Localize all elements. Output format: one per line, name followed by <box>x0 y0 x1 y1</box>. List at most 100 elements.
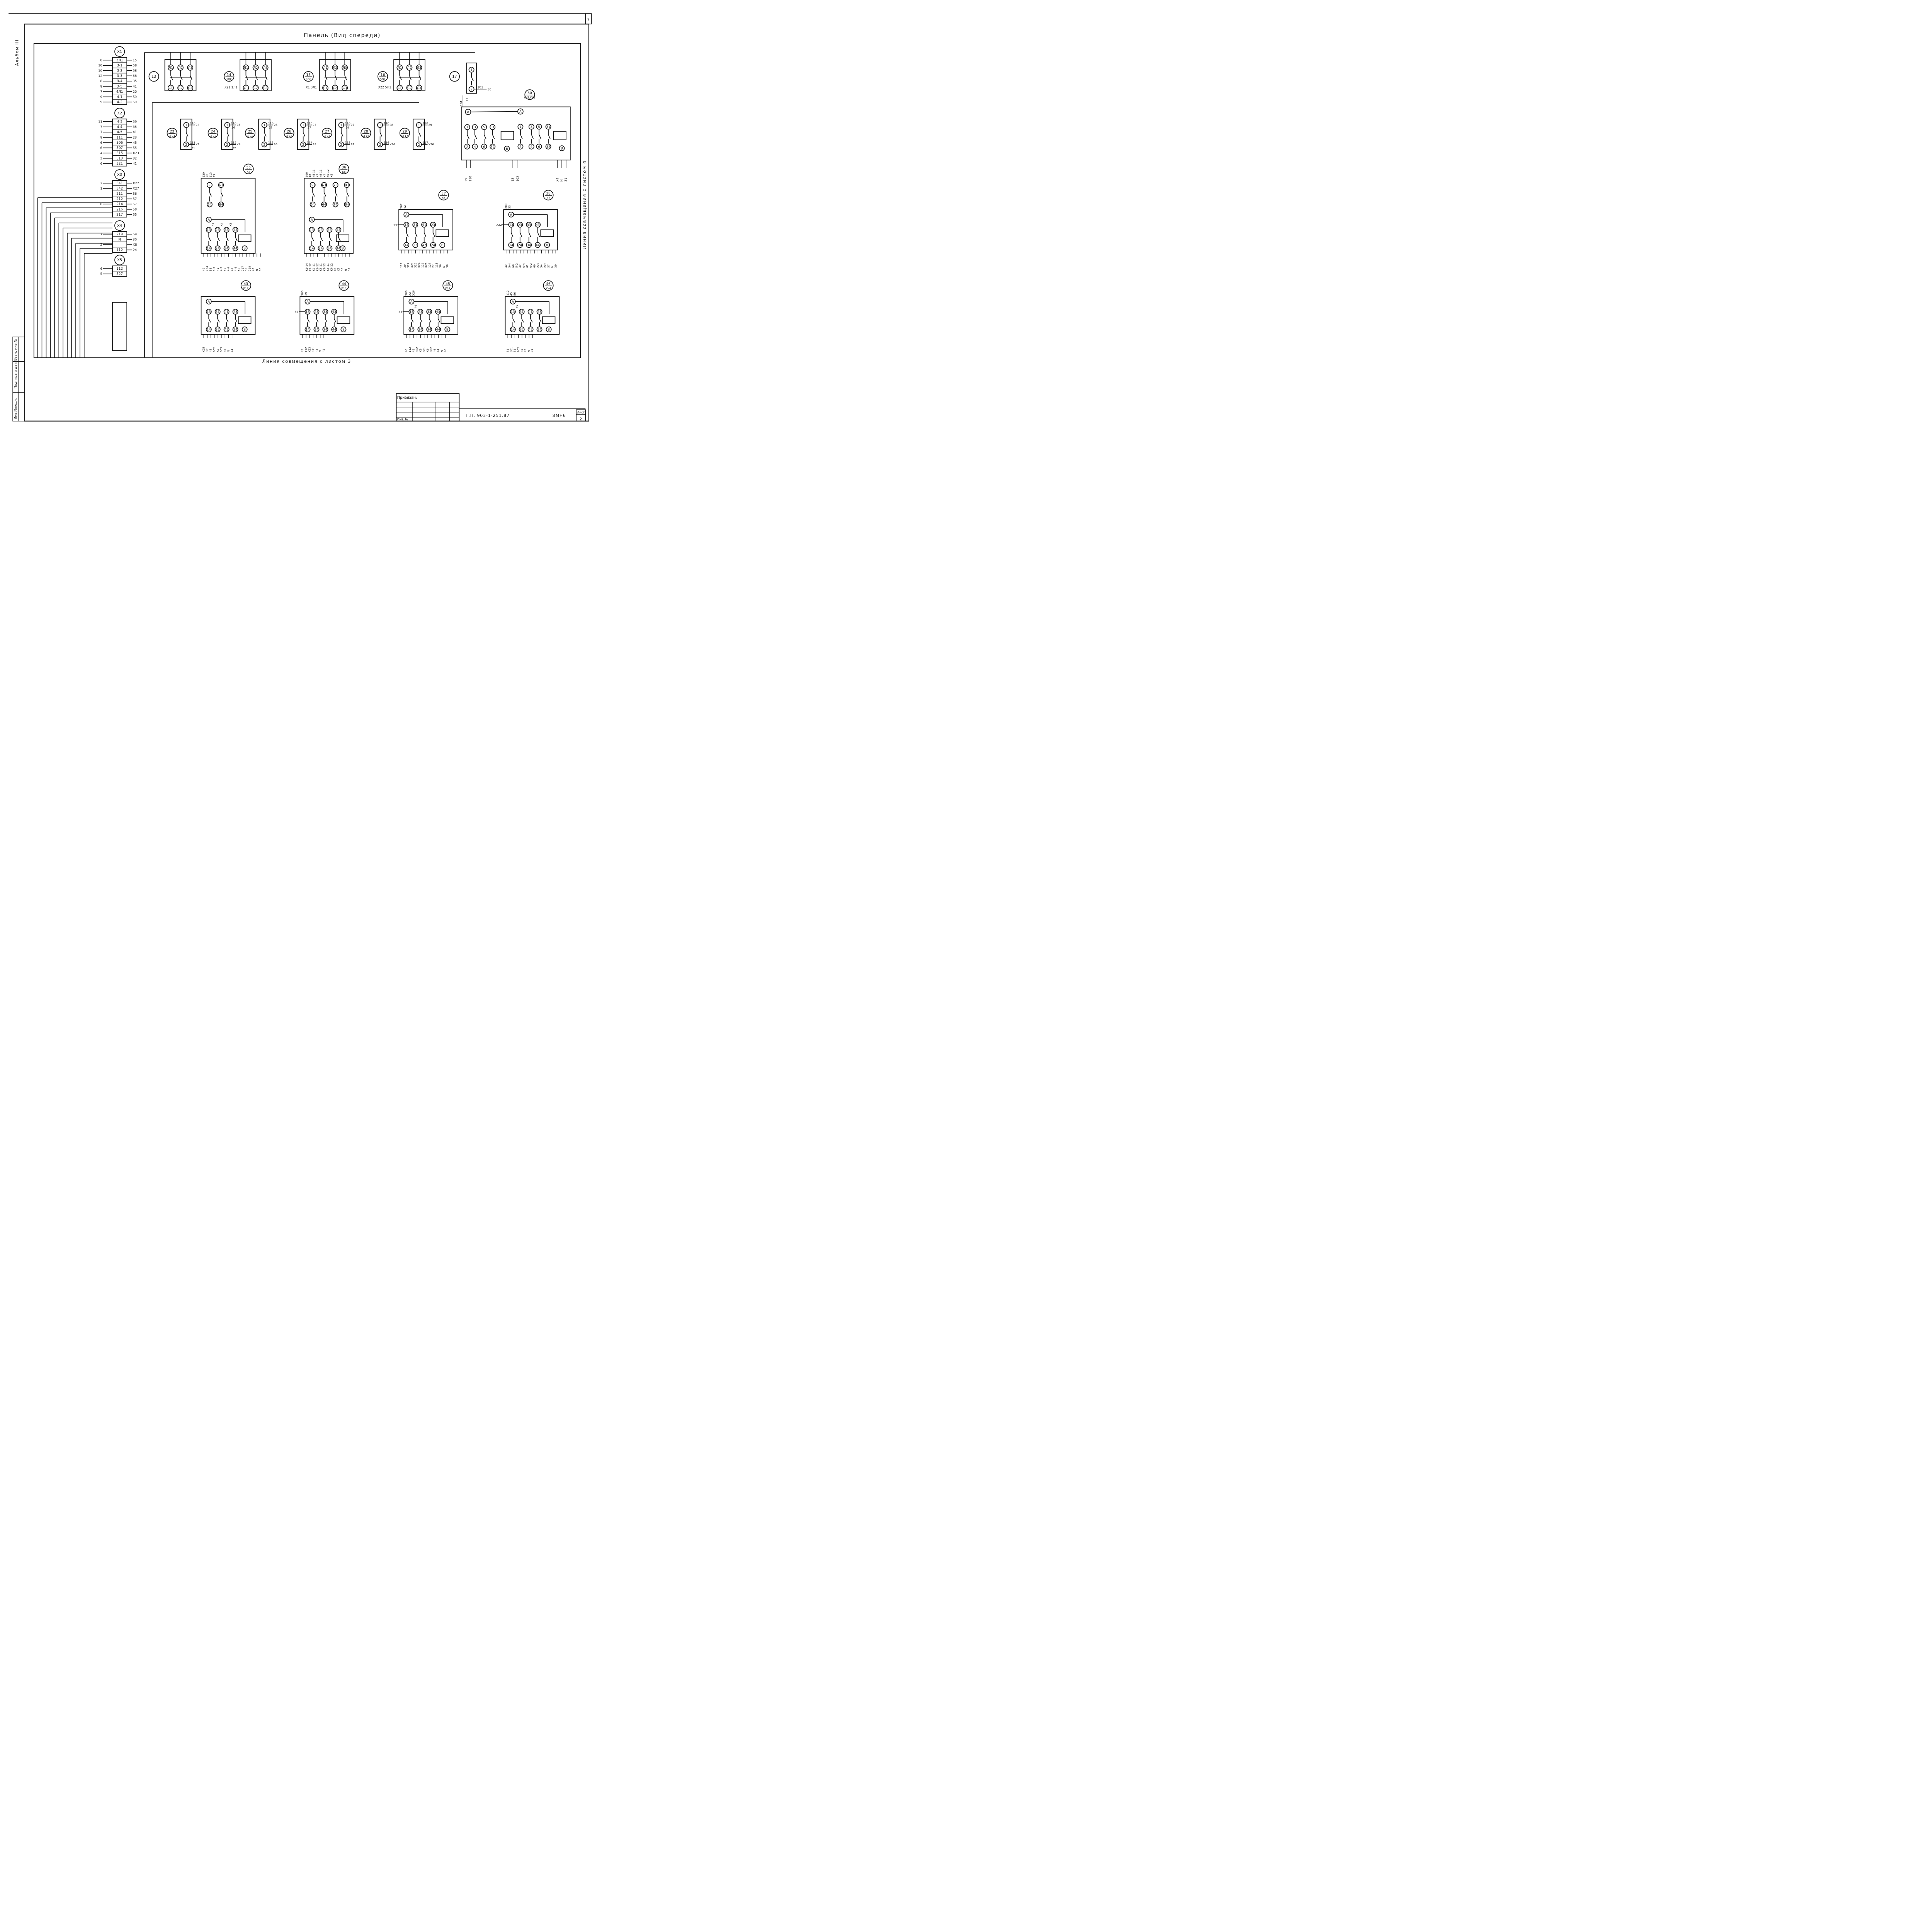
breaker-terminal-bottom <box>416 85 422 91</box>
relay30-contact-top <box>490 124 496 130</box>
terminal-label: 74 <box>333 202 338 206</box>
wire-number: 206 <box>305 172 308 177</box>
wire-number: 222 <box>537 263 540 268</box>
terminal-label: 24 <box>216 247 220 250</box>
wire-number: 60 <box>512 264 515 268</box>
terminal-label: A <box>410 299 413 303</box>
relay30-coil-right <box>553 131 566 140</box>
terminal-label: 6 <box>538 145 540 148</box>
terminal-label: 33 <box>224 228 229 232</box>
wire-number: 28 <box>389 123 393 127</box>
auxiliary-contact-top <box>207 182 213 188</box>
terminal-label: Л3 <box>417 66 422 70</box>
terminal-label: 2 <box>340 143 342 146</box>
terminal-label: 1 <box>185 123 187 127</box>
wire-number: X8 <box>330 174 333 177</box>
auxiliary-contact <box>335 192 338 197</box>
wire-right: 57 <box>133 202 137 206</box>
terminal-number: 3-3 <box>117 74 122 78</box>
wire-number: 41 <box>231 268 234 271</box>
wire-number: N <box>319 350 322 352</box>
wire-number: 302 <box>416 347 419 352</box>
sheet-corner-number: 7 <box>587 18 590 22</box>
wire-left: 10 <box>98 69 102 73</box>
terminal-label: 63 <box>322 183 326 187</box>
position-tag <box>114 169 125 180</box>
wire-right: X23 <box>133 151 139 155</box>
wire-left: 5 <box>100 272 102 276</box>
small-breaker-contact <box>418 132 421 137</box>
breaker-terminal-bottom <box>262 85 269 91</box>
terminal-label: 31 <box>216 310 220 314</box>
wire-number: 112 <box>304 347 308 352</box>
wire-number: K3-11 <box>320 263 323 271</box>
sheet-number: 2 <box>580 417 582 422</box>
relay-contact-top <box>214 309 221 315</box>
terminal-label: 44 <box>337 247 341 250</box>
breaker-terminal-bottom <box>396 85 403 91</box>
terminal-label: 23 <box>319 228 323 232</box>
terminal-label: 14 <box>310 247 314 250</box>
terminal-label: B <box>548 328 550 332</box>
position-designation: SF11 <box>168 134 175 138</box>
terminal-label: С3 <box>263 86 267 90</box>
position-designation: SF13 <box>247 134 253 138</box>
terminal-label: 31 <box>490 125 495 129</box>
position-designation: K4 <box>247 170 250 173</box>
auxiliary-contact <box>346 192 349 197</box>
wire-number: 115 <box>345 141 350 145</box>
corner-number-cell <box>585 13 592 25</box>
wire-number: 101 <box>477 85 483 89</box>
wire-right: 20 <box>133 90 137 94</box>
wire-number: X9 <box>426 349 429 352</box>
terminal-label: 23 <box>216 228 220 232</box>
small-breaker-sf16 <box>374 119 386 150</box>
relay-contact-bottom <box>309 245 315 252</box>
terminal-number: 4-4 <box>117 125 122 129</box>
wire-number: 48 <box>309 174 312 177</box>
terminal-label: 14 <box>207 247 211 250</box>
relay-coil-terminal-b <box>444 327 451 332</box>
terminal-label: A <box>510 213 512 216</box>
auxiliary-contact-top <box>218 182 224 188</box>
wire-number: 45 <box>510 292 513 296</box>
wire-right: 32 <box>133 156 137 160</box>
terminal-label: 2 <box>226 143 228 146</box>
terminal-label: 1 <box>302 123 304 127</box>
wire-number: 44 <box>231 349 234 352</box>
wire-number: 204 <box>206 266 209 271</box>
wire-left: 9 <box>100 95 102 99</box>
position-designation: KV4 <box>546 287 551 290</box>
relay-contact <box>512 318 515 323</box>
wire-number: 41 <box>216 268 219 271</box>
terminal-label: Л1 <box>244 66 248 70</box>
wire-number: X26 <box>412 290 415 296</box>
terminal-label: 13 <box>410 310 414 314</box>
terminal-number: 112 <box>116 267 123 271</box>
wire-number: 112 <box>400 263 403 268</box>
wire-number: X4 <box>236 143 240 146</box>
relay-contact <box>423 232 427 237</box>
terminal-label: 31 <box>546 125 551 129</box>
wire-number: 27 <box>432 264 435 268</box>
position-number: 26 <box>287 129 291 134</box>
terminal-block-tail <box>112 302 128 351</box>
relay-coil-terminal-b <box>544 242 550 248</box>
wire-left: 7 <box>100 130 102 134</box>
wire-number: X26 <box>429 143 434 146</box>
terminal-label: Л3 <box>188 66 192 70</box>
relay-contact-top <box>412 222 418 228</box>
wire-right: 55 <box>133 146 137 150</box>
document-code: Т.П. 903-1-251.87 <box>465 413 510 418</box>
position-tag <box>284 128 294 138</box>
wire-number: X24 <box>418 262 421 268</box>
terminal-number: 217 <box>116 213 123 217</box>
relay-contact-bottom <box>313 327 320 332</box>
terminal-label: 14 <box>410 328 414 332</box>
position-designation: SF12 <box>210 134 216 138</box>
wire-left: 8 <box>100 202 102 206</box>
small-breaker-contact <box>341 132 344 137</box>
wire-number: X9 <box>304 292 308 296</box>
terminal-label: С2 <box>253 86 258 90</box>
breaker-terminal-bottom <box>177 85 184 91</box>
